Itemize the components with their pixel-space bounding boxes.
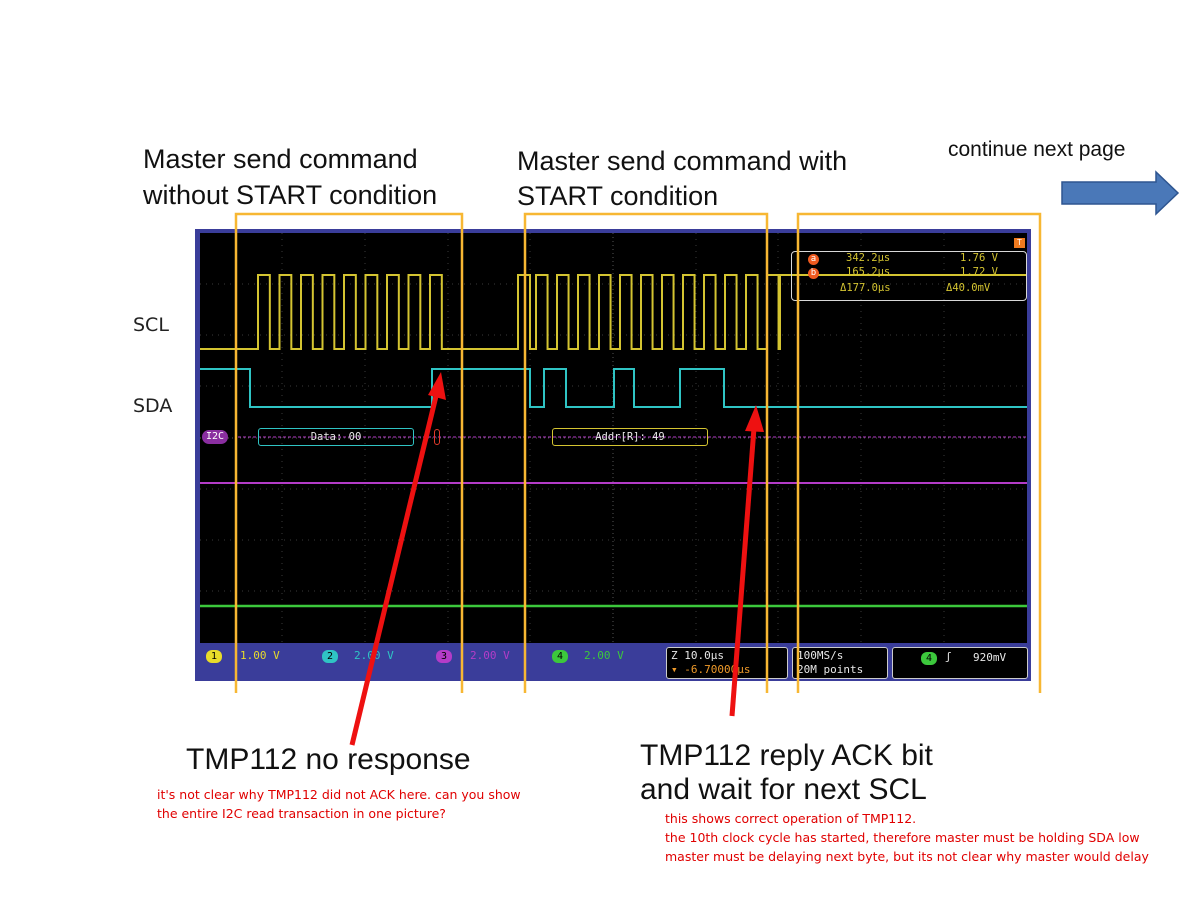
trigger-level: 920mV xyxy=(973,651,1007,664)
ch1-badge[interactable]: 1 xyxy=(206,650,222,663)
next-page-arrow-icon xyxy=(1061,170,1180,216)
note-right-title-2: and wait for next SCL xyxy=(640,773,927,806)
arrow-ack-icon xyxy=(729,405,764,717)
heading-mid-line2: START condition xyxy=(517,181,719,211)
bus-label: I2C xyxy=(202,430,229,444)
scl-label: SCL xyxy=(133,314,169,336)
timebase: Z 10.0µs xyxy=(671,649,724,662)
trigger-channel-badge: 4 xyxy=(921,652,937,665)
delta-volt: Δ40.0mV xyxy=(946,282,991,294)
note-right-red-1: this shows correct operation of TMP112. xyxy=(665,811,917,826)
cursor-a-time: 342.2µs xyxy=(846,252,891,264)
note-right-title-1: TMP112 reply ACK bit xyxy=(640,739,933,772)
scl-trace xyxy=(200,274,1027,350)
decode-addr-box: Addr[R]: 49 xyxy=(552,428,708,446)
heading-left-line1: Master send command xyxy=(143,144,418,174)
acquisition-box[interactable]: 100MS/s 20M points xyxy=(792,647,888,679)
heading-continue: continue next page xyxy=(948,138,1126,161)
cursor-a-badge: a xyxy=(808,254,819,265)
note-left-red-1: it's not clear why TMP112 did not ACK he… xyxy=(157,787,521,802)
record-points: 20M points xyxy=(797,663,864,676)
heading-left-line2: without START condition xyxy=(143,180,438,210)
cursor-b-time: 165.2µs xyxy=(846,266,891,278)
highlight-box-middle xyxy=(523,212,769,693)
scope-status-bar: 1 1.00 V 2 2.00 V 3 2.00 V 4 2.00 V Z 10… xyxy=(200,646,1028,680)
ch3-badge[interactable]: 3 xyxy=(436,650,452,663)
ch1-scale: 1.00 V xyxy=(240,649,280,662)
waveform-plot xyxy=(200,233,1027,643)
note-right-red-3: master must be delaying next byte, but i… xyxy=(665,849,1149,864)
note-left-red-2: the entire I2C read transaction in one p… xyxy=(157,806,446,821)
highlight-box-left xyxy=(234,212,464,693)
trigger-position: ▾ -6.70000µs xyxy=(671,663,751,676)
cursor-readout: a b 342.2µs 1.76 V 165.2µs 1.72 V Δ177.0… xyxy=(791,251,1027,301)
stop-marker xyxy=(434,429,440,445)
note-left-title: TMP112 no response xyxy=(186,743,471,776)
cursor-a-volt: 1.76 V xyxy=(960,252,998,264)
rising-edge-icon: ʃ xyxy=(945,650,952,663)
ch3-scale: 2.00 V xyxy=(470,649,510,662)
decode-data-box: Data: 00 xyxy=(258,428,414,446)
ch4-scale: 2.00 V xyxy=(584,649,624,662)
highlight-box-right xyxy=(796,212,1042,693)
oscilloscope-screen: I2C Data: 00 Addr[R]: 49 a b 342.2µs 1.7… xyxy=(200,233,1027,643)
ch4-badge[interactable]: 4 xyxy=(552,650,568,663)
delta-time: Δ177.0µs xyxy=(840,282,891,294)
cursor-b-badge: b xyxy=(808,268,819,279)
trigger-box[interactable]: 4 ʃ 920mV xyxy=(892,647,1028,679)
ch2-badge[interactable]: 2 xyxy=(322,650,338,663)
cursor-b-volt: 1.72 V xyxy=(960,266,998,278)
note-right-red-2: the 10th clock cycle has started, theref… xyxy=(665,830,1140,845)
arrow-no-response-icon xyxy=(349,372,446,746)
sda-label: SDA xyxy=(133,395,173,417)
heading-mid-line1: Master send command with xyxy=(517,146,848,176)
sample-rate: 100MS/s xyxy=(797,649,844,662)
trigger-marker-icon: T xyxy=(1014,238,1025,248)
